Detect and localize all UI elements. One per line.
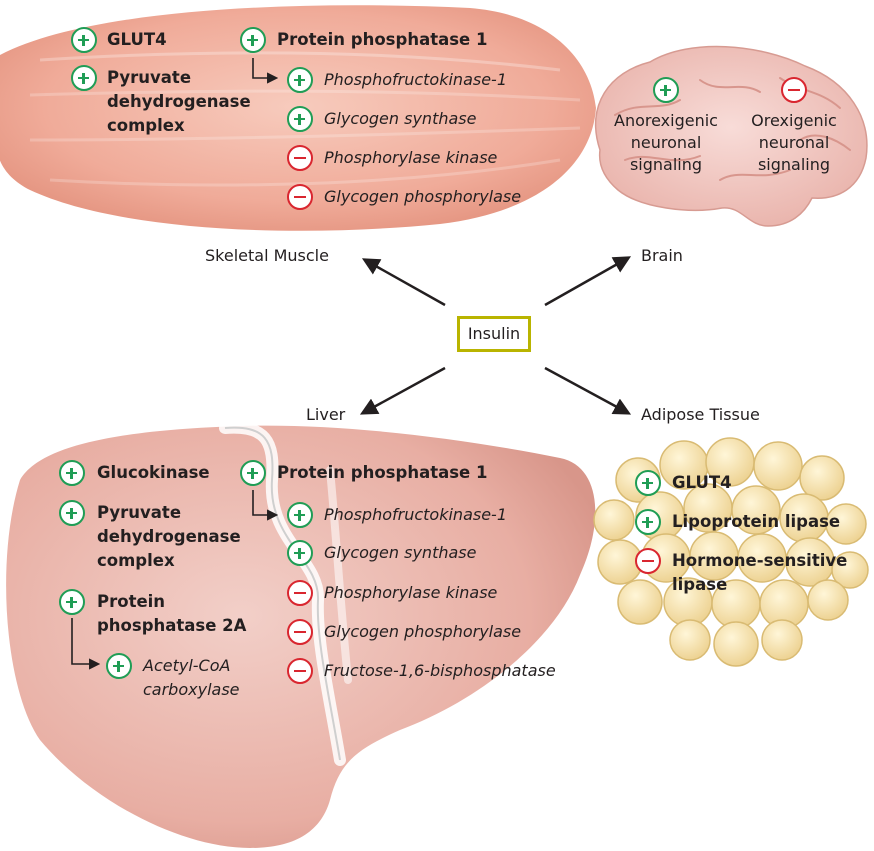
liver-glycogen-synthase-label: Glycogen synthase [324,543,477,562]
muscle-glut4-label: GLUT4 [107,30,167,49]
liver-title: Liver [306,405,346,424]
adipose-glut4-label: GLUT4 [672,473,732,492]
liver-fbpase-label: Fructose-1,6-bisphosphatase [324,661,556,680]
insulin-box: Insulin [457,316,531,352]
inhibit-minus-icon [287,619,313,645]
liver-glucokinase-label: Glucokinase [97,463,210,482]
activate-plus-icon [59,589,85,615]
inhibit-minus-icon [635,548,661,574]
muscle-pp1-label: Protein phosphatase 1 [277,30,488,49]
muscle-phosphorylase-kinase-label: Phosphorylase kinase [324,148,498,167]
activate-plus-icon [106,653,132,679]
inhibit-minus-icon [287,145,313,171]
activate-plus-icon [287,106,313,132]
anorexigenic-line3: signaling [629,155,703,174]
inhibit-minus-icon [287,658,313,684]
muscle-pfk1-label: Phosphofructokinase-1 [324,70,507,89]
activate-plus-icon [71,65,97,91]
liver-phosphorylase-kinase-label: Phosphorylase kinase [324,583,498,602]
liver-pp2a-connector [71,618,101,670]
liver-pdh-line1: Pyruvate [97,503,182,522]
activate-plus-icon [59,500,85,526]
liver-acc-line1: Acetyl-CoA [143,656,231,675]
muscle-pdh-line3: complex [107,116,185,135]
arrow-to-brain [544,256,632,307]
liver-acc-line2: carboxylase [143,680,240,699]
adipose-tissue-title: Adipose Tissue [641,405,760,424]
activate-plus-icon [635,470,661,496]
muscle-pdh-line2: dehydrogenase [107,92,251,111]
liver-pdh-line3: complex [97,551,175,570]
liver-pp2a-line1: Protein [97,592,166,611]
brain-orexigenic-label: Orexigenic neuronal signaling [740,110,848,176]
brain-anorexigenic-label: Anorexigenic neuronal signaling [603,110,729,176]
adipose-lpl-label: Lipoprotein lipase [672,512,841,531]
adipose-illustration [593,437,869,667]
orexigenic-line1: Orexigenic [751,111,837,130]
orexigenic-line2: neuronal [758,133,830,152]
anorexigenic-line2: neuronal [630,133,702,152]
brain-title: Brain [641,246,683,265]
activate-plus-icon [59,460,85,486]
arrow-to-liver [359,366,446,415]
activate-plus-icon [240,27,266,53]
liver-glycogen-phosphorylase-label: Glycogen phosphorylase [324,622,522,641]
adipose-hsl-line1: Hormone-sensitive [672,551,848,570]
inhibit-minus-icon [287,184,313,210]
activate-plus-icon [287,540,313,566]
orexigenic-line3: signaling [757,155,831,174]
muscle-glycogen-phosphorylase-label: Glycogen phosphorylase [324,187,522,206]
activate-plus-icon [653,77,679,103]
arrow-to-muscle [361,258,446,307]
activate-plus-icon [240,460,266,486]
liver-pp1-connector [252,490,279,521]
adipose-hsl-line2: lipase [672,575,728,594]
arrow-to-adipose [544,366,632,415]
activate-plus-icon [287,502,313,528]
activate-plus-icon [635,509,661,535]
liver-pp1-label: Protein phosphatase 1 [277,463,488,482]
inhibit-minus-icon [287,580,313,606]
elbow-connectors [71,58,279,670]
liver-pdh-line2: dehydrogenase [97,527,241,546]
liver-pfk1-label: Phosphofructokinase-1 [324,505,507,524]
skeletal-muscle-title: Skeletal Muscle [205,246,329,265]
muscle-glycogen-synthase-label: Glycogen synthase [324,109,477,128]
activate-plus-icon [287,67,313,93]
muscle-pdh-line1: Pyruvate [107,68,192,87]
liver-pp2a-line2: phosphatase 2A [97,616,247,635]
insulin-arrows [359,256,632,415]
muscle-pp1-connector [252,58,279,84]
activate-plus-icon [71,27,97,53]
anorexigenic-line1: Anorexigenic [614,111,718,130]
inhibit-minus-icon [781,77,807,103]
